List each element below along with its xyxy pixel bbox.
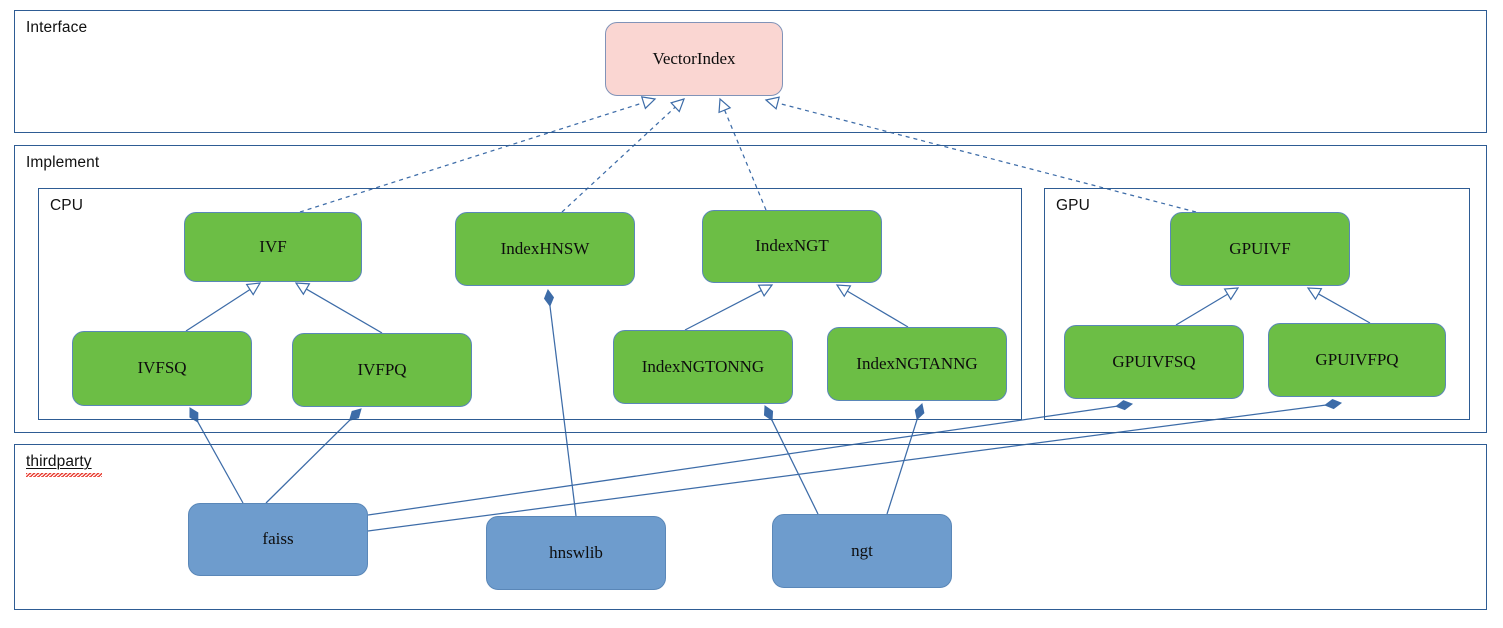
node-indexngtanng[interactable]: IndexNGTANNG [827, 327, 1007, 401]
container-label-cpu: CPU [50, 197, 84, 214]
node-gpuivf[interactable]: GPUIVF [1170, 212, 1350, 286]
container-cpu [38, 188, 1022, 420]
node-indexngtonng[interactable]: IndexNGTONNG [613, 330, 793, 404]
node-ivfpq[interactable]: IVFPQ [292, 333, 472, 407]
container-interface [14, 10, 1487, 133]
container-label-gpu: GPU [1056, 197, 1090, 214]
container-thirdparty [14, 444, 1487, 610]
container-implement [14, 145, 1487, 433]
node-indexngt[interactable]: IndexNGT [702, 210, 882, 283]
node-ivf[interactable]: IVF [184, 212, 362, 282]
container-gpu [1044, 188, 1470, 420]
container-label-interface: Interface [26, 19, 88, 36]
spellcheck-underline-thirdparty [26, 473, 102, 477]
node-vectorindex[interactable]: VectorIndex [605, 22, 783, 96]
node-ngt[interactable]: ngt [772, 514, 952, 588]
node-ivfsq[interactable]: IVFSQ [72, 331, 252, 406]
node-gpuivfsq[interactable]: GPUIVFSQ [1064, 325, 1244, 399]
container-label-implement: Implement [26, 154, 100, 171]
node-faiss[interactable]: faiss [188, 503, 368, 576]
node-hnswlib[interactable]: hnswlib [486, 516, 666, 590]
node-indexhnsw[interactable]: IndexHNSW [455, 212, 635, 286]
container-label-thirdparty: thirdparty [26, 453, 92, 470]
node-gpuivfpq[interactable]: GPUIVFPQ [1268, 323, 1446, 397]
